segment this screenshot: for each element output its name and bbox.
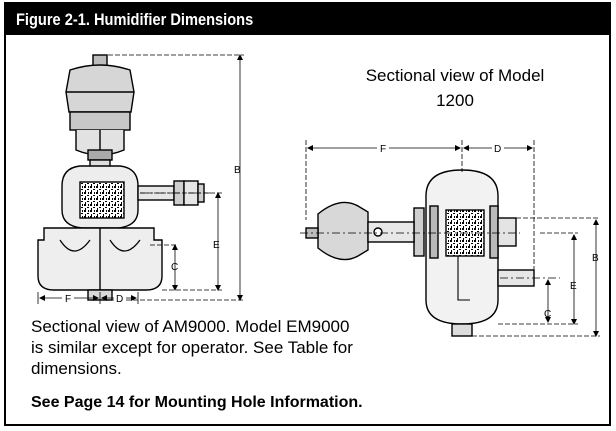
mounting-note: See Page 14 for Mounting Hole Informatio… — [31, 394, 363, 411]
figure-title-bar: Figure 2-1. Humidifier Dimensions — [6, 4, 609, 35]
model-1200-dim-e: E — [570, 281, 577, 292]
model-1200-drawing — [300, 169, 560, 337]
am9000-dim-c: C — [171, 262, 178, 273]
model-1200-dim-b: B — [592, 253, 599, 264]
am9000-dim-e: E — [213, 240, 220, 251]
am9000-dim-d: D — [116, 294, 123, 305]
am9000-drawing — [37, 54, 210, 301]
figure-title: Figure 2-1. Humidifier Dimensions — [16, 10, 254, 29]
model-1200-dim-d: D — [494, 144, 501, 155]
am9000-dim-f: F — [65, 294, 71, 305]
am9000-caption: Sectional view of AM9000. Model EM9000 i… — [31, 317, 353, 378]
am9000-dim-b: B — [234, 165, 241, 176]
model-1200-caption: Sectional view of Model 1200 — [365, 66, 545, 110]
am9000-actuator-housing — [65, 64, 135, 113]
model-1200-dim-f: F — [380, 144, 386, 155]
model-1200-dim-c: C — [544, 309, 551, 320]
model-1200-drain — [451, 323, 473, 337]
am9000-actuator-base — [69, 111, 131, 131]
am9000-strainer — [79, 181, 125, 219]
model-1200-actuator — [317, 201, 369, 261]
